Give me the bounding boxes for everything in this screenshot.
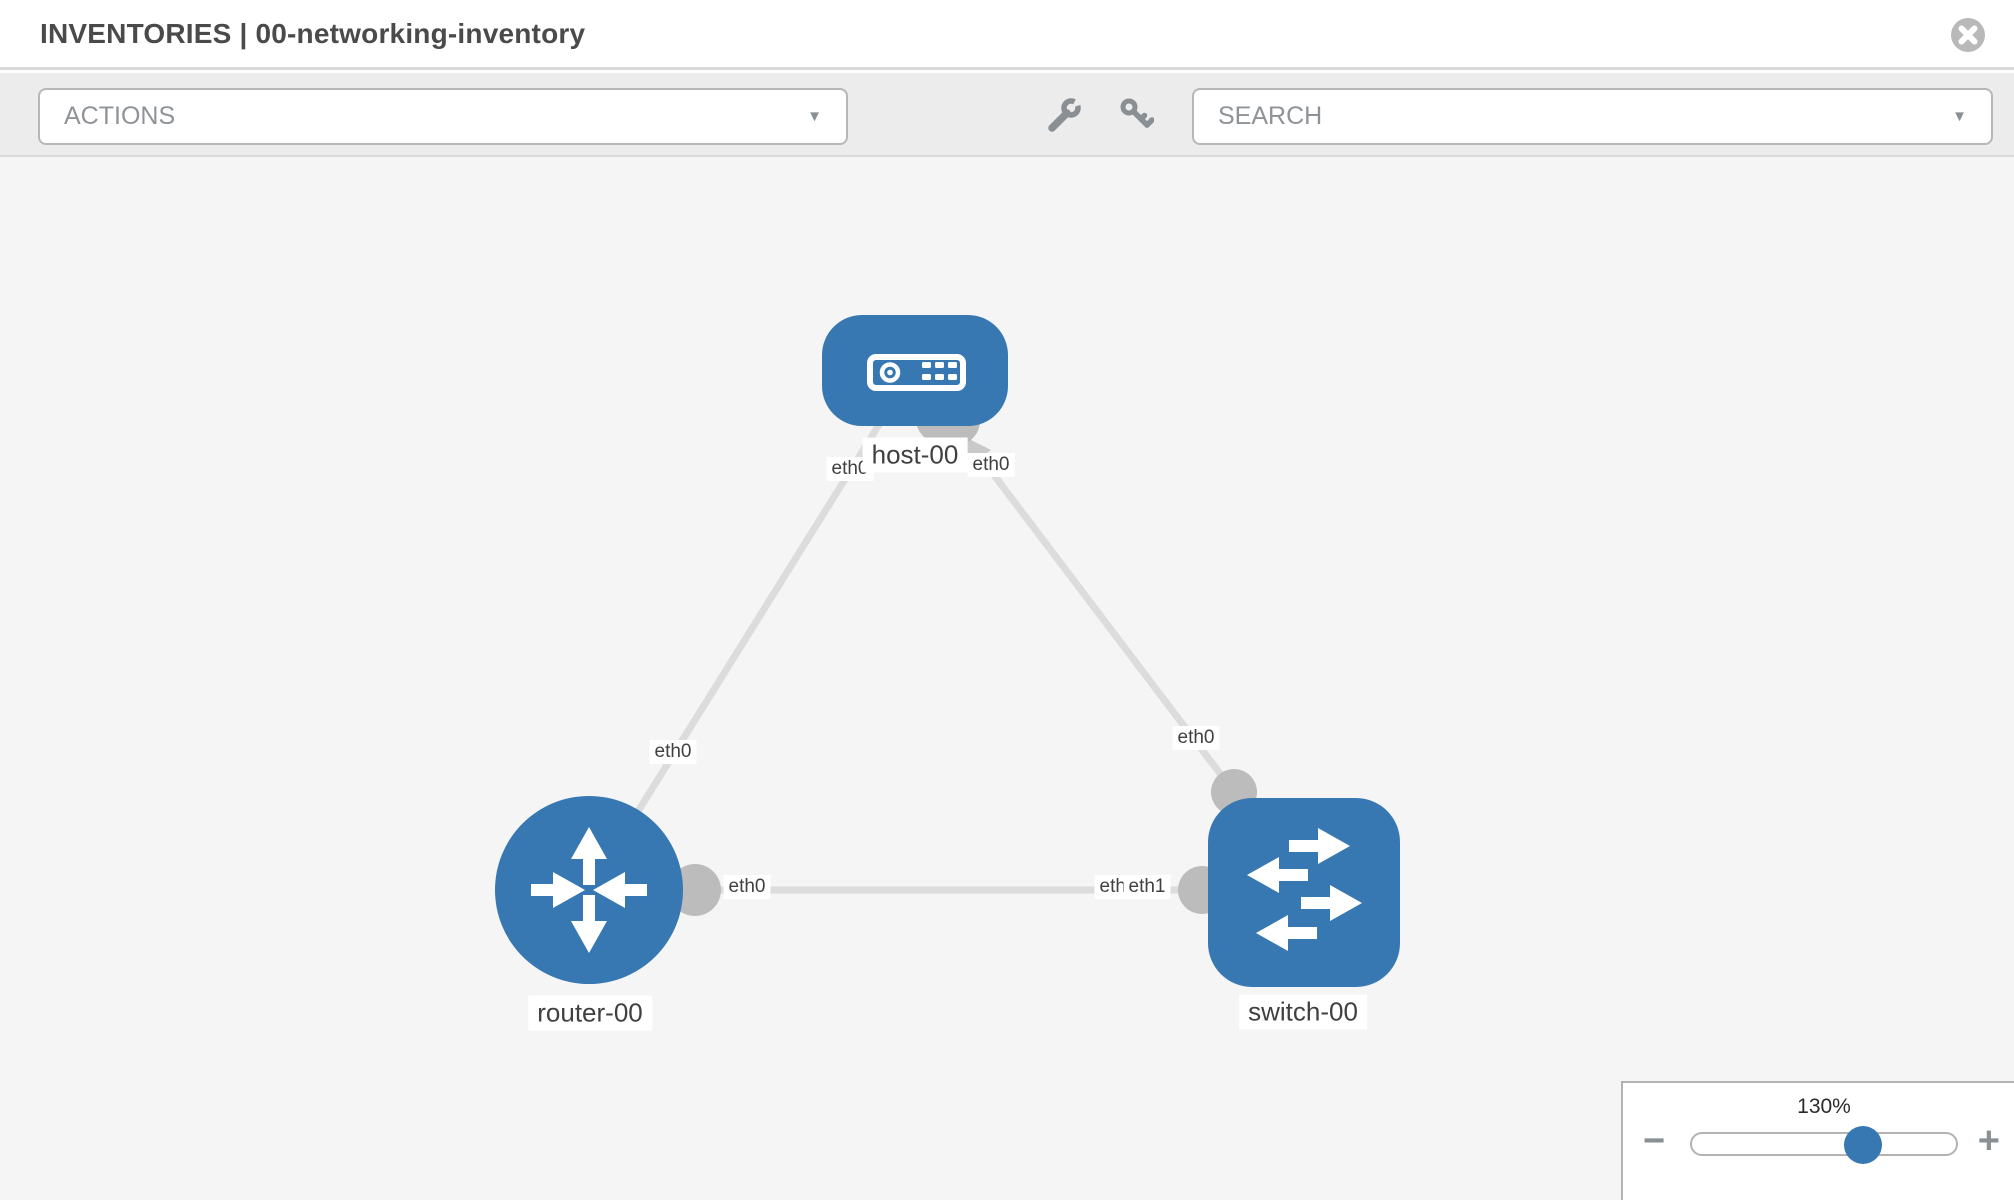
close-circle-icon bbox=[1951, 18, 1985, 52]
close-button[interactable] bbox=[1948, 15, 1988, 55]
toolbar: ACTIONS ▼ SEARCH ▼ bbox=[0, 73, 2014, 157]
search-dropdown[interactable]: SEARCH ▼ bbox=[1192, 88, 1993, 145]
node-host-00[interactable] bbox=[822, 315, 1008, 426]
host-icon bbox=[867, 354, 966, 391]
topology-canvas[interactable]: eth0 eth0 eth0 eth0 eth0 eth0 eth1 host-… bbox=[0, 157, 2014, 1200]
node-router-00[interactable] bbox=[495, 796, 683, 984]
node-label-switch-00: switch-00 bbox=[1239, 994, 1367, 1030]
switch-icon bbox=[1247, 828, 1362, 951]
credentials-button[interactable] bbox=[1118, 97, 1155, 133]
chevron-down-icon: ▼ bbox=[807, 108, 822, 125]
search-dropdown-label: SEARCH bbox=[1218, 102, 1323, 130]
actions-dropdown[interactable]: ACTIONS ▼ bbox=[38, 88, 848, 145]
node-label-host-00: host-00 bbox=[862, 437, 968, 473]
wrench-icon bbox=[1048, 94, 1083, 132]
key-icon bbox=[1120, 98, 1155, 128]
page-title: INVENTORIES | 00-networking-inventory bbox=[40, 17, 586, 49]
header: INVENTORIES | 00-networking-inventory bbox=[0, 0, 2014, 70]
chevron-down-icon: ▼ bbox=[1952, 108, 1967, 125]
link-host-router[interactable] bbox=[586, 405, 893, 892]
iface-label-switch-eth1: eth1 bbox=[1123, 875, 1171, 899]
port-connectors bbox=[669, 395, 1257, 916]
actions-dropdown-label: ACTIONS bbox=[64, 102, 176, 130]
iface-label-switch-eth0: eth0 bbox=[1172, 726, 1220, 750]
configure-button[interactable] bbox=[1046, 94, 1083, 133]
iface-label-router-eth0: eth0 bbox=[649, 740, 697, 764]
node-switch-00[interactable] bbox=[1208, 798, 1400, 987]
zoom-slider[interactable] bbox=[1690, 1126, 1958, 1164]
zoom-out-button[interactable]: − bbox=[1643, 1120, 1666, 1162]
iface-label-host-eth0: eth0 bbox=[967, 453, 1015, 477]
zoom-in-button[interactable]: + bbox=[1977, 1120, 2000, 1162]
node-label-router-00: router-00 bbox=[528, 995, 652, 1031]
router-icon bbox=[531, 827, 647, 953]
zoom-level: 130% bbox=[1797, 1095, 1851, 1118]
zoom-panel: 130% − + bbox=[1621, 1081, 2014, 1200]
zoom-slider-thumb[interactable] bbox=[1844, 1126, 1882, 1164]
iface-label-router-eth0: eth0 bbox=[723, 875, 771, 899]
